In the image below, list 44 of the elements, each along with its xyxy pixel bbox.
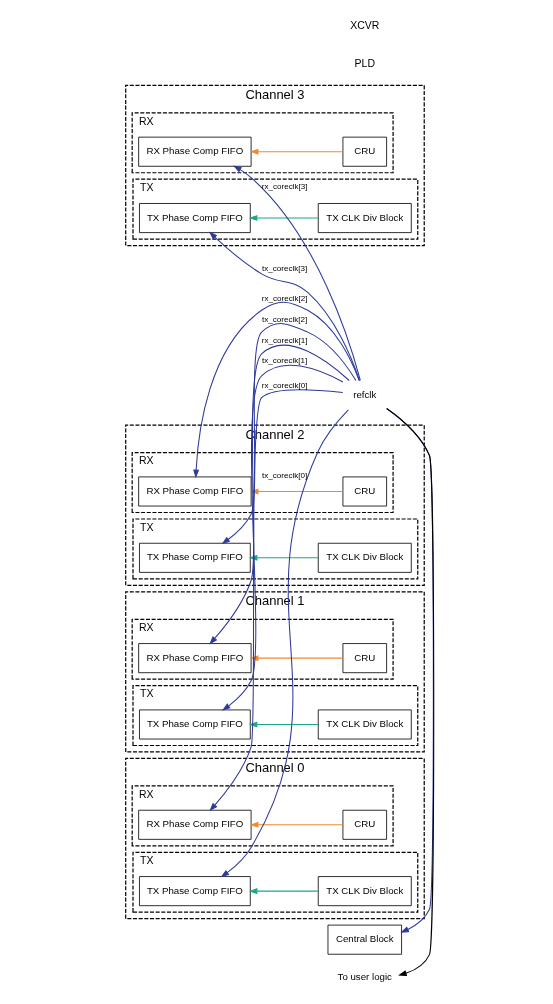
node-text: To user logic xyxy=(337,971,392,983)
edge-label: rx_coreclk[1] xyxy=(261,336,308,346)
node-box: TX Phase Comp FIFO xyxy=(139,203,251,233)
node-box: TX Phase Comp FIFO xyxy=(139,709,251,740)
edge-label: tx_coreclk[1] xyxy=(262,355,308,365)
node-box: TX CLK Div Block xyxy=(317,876,412,907)
node-box: RX Phase Comp FIFO xyxy=(138,809,252,840)
node-box: TX Phase Comp FIFO xyxy=(139,876,251,907)
edge-label: rx_coreclk[0] xyxy=(261,380,308,390)
arrow xyxy=(249,488,344,495)
edge-label: rx_coreclk[2] xyxy=(261,293,308,303)
arrow xyxy=(248,215,319,222)
arrow xyxy=(221,323,357,545)
node-box: RX Phase Comp FIFO xyxy=(138,476,252,507)
edge-label: tx_coreclk[2] xyxy=(262,314,308,324)
label: PLD xyxy=(354,57,375,70)
arrow xyxy=(249,821,344,828)
node-box: Central Block xyxy=(327,924,402,955)
node-box: CRU xyxy=(342,476,387,507)
arrow xyxy=(248,888,319,895)
node-box: CRU xyxy=(342,809,387,840)
arrow xyxy=(209,389,344,812)
arrow xyxy=(220,409,349,878)
node-box: RX Phase Comp FIFO xyxy=(138,136,252,167)
arrow xyxy=(249,148,344,155)
arrow xyxy=(209,344,350,645)
arrow xyxy=(208,231,361,382)
arrow xyxy=(233,165,361,381)
node-box: CRU xyxy=(342,136,387,167)
node-box: CRU xyxy=(342,643,387,674)
arrow xyxy=(248,721,319,728)
node-box: TX CLK Div Block xyxy=(317,542,412,573)
node-box: RX Phase Comp FIFO xyxy=(138,643,252,674)
edge-label: tx_coreclk[0] xyxy=(262,470,308,480)
node-box: TX CLK Div Block xyxy=(317,709,412,740)
node-box: TX Phase Comp FIFO xyxy=(139,542,251,573)
label: XCVR xyxy=(350,19,380,32)
edge-label: rx_coreclk[3] xyxy=(261,181,308,191)
arrow xyxy=(193,301,360,479)
node-text: refclk xyxy=(353,388,377,400)
edge-label: tx_coreclk[3] xyxy=(262,264,308,274)
node-box: TX CLK Div Block xyxy=(317,203,412,233)
arrow xyxy=(248,554,319,561)
arrow xyxy=(221,364,344,711)
